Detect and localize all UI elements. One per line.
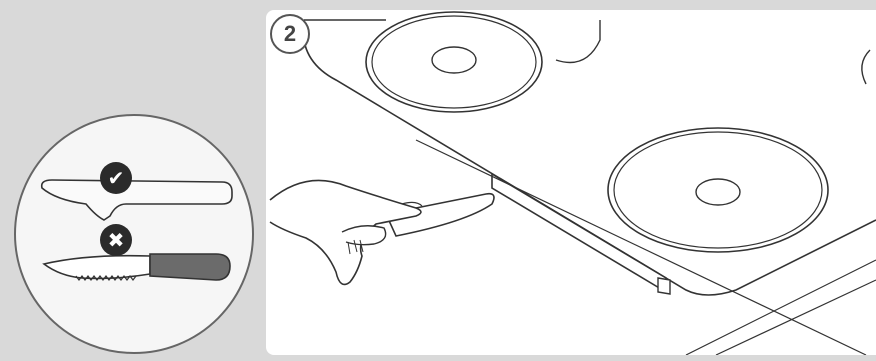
- step-number-badge: 2: [270, 14, 310, 54]
- knife-handle-icon: [150, 254, 230, 280]
- wrong-cross-icon: ✖: [100, 224, 132, 256]
- trim-strip-icon: [492, 174, 670, 294]
- step-panel: 2: [266, 10, 876, 355]
- hand-with-knife-icon: [270, 180, 494, 284]
- cooking-zone-rear-icon: [366, 12, 600, 112]
- cooking-zone-front-icon: [608, 128, 828, 252]
- worktop-edge: [416, 140, 866, 355]
- tool-drawings: [16, 116, 254, 354]
- tool-inset-circle: ✔ ✖: [14, 114, 254, 354]
- hob-drawing: [266, 10, 876, 355]
- hob-glass-top: [303, 20, 876, 295]
- correct-check-icon: ✔: [100, 162, 132, 194]
- butter-knife-icon: [42, 180, 232, 220]
- serrated-knife-icon: [44, 256, 150, 279]
